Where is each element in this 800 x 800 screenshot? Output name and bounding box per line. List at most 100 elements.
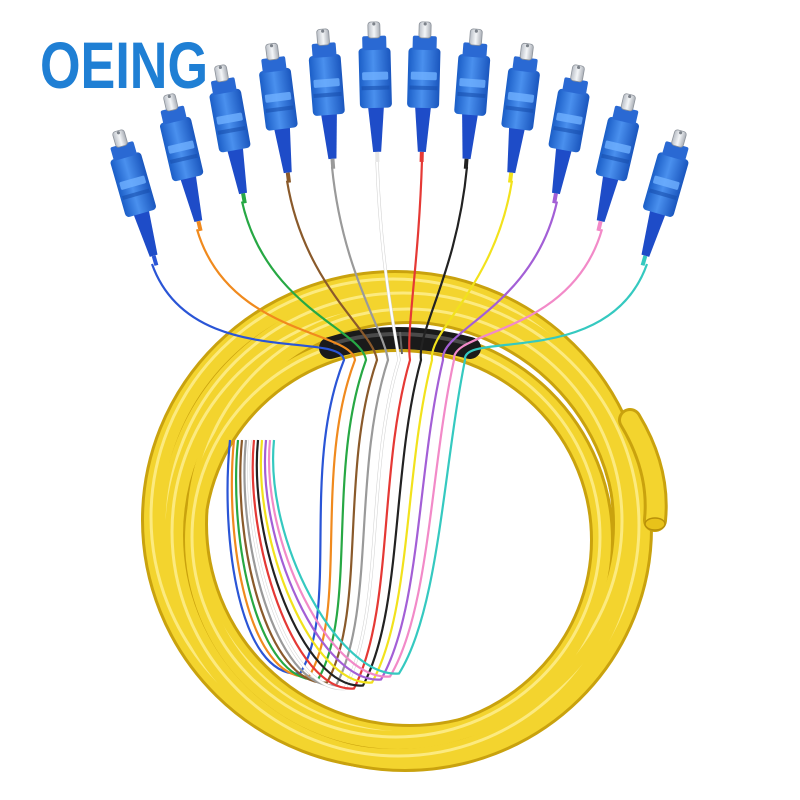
fiber-strand [195,228,357,678]
fiber-strand [255,166,469,687]
sc-connector [308,28,345,169]
connector-ridge [505,105,534,113]
fiber-strand [251,159,424,690]
connector-boot [273,126,292,174]
sc-connector [548,64,590,204]
fiber-strand [243,166,390,687]
connector-latch [313,78,340,88]
fiber-exit [596,220,603,232]
ferrule [620,93,636,112]
connector-latch [264,91,292,103]
yellow-cable-coil [141,270,668,772]
sc-connector [501,42,540,183]
connector-ridge [553,125,582,135]
connector-boot [180,174,203,223]
fiber-strand [235,201,368,681]
connector-boot [227,146,247,195]
connector-ridge [217,125,246,135]
ferrule-tip [474,29,478,33]
sc-connector-row [110,21,689,266]
ferrule [519,42,534,61]
fiber-exit [640,255,648,266]
fiber-exit [419,151,424,162]
connector-latch [362,71,389,81]
connector-latch [653,175,680,190]
ferrule-tip [525,44,530,48]
fiber-exit [196,220,203,232]
connector-front [412,35,437,51]
ferrule-tip [321,29,325,33]
connector-boot [596,174,619,223]
sc-connector [640,129,689,266]
ferrule [367,21,381,39]
sc-connector [454,28,491,169]
connector-latch [119,175,146,190]
connector-latch [556,112,583,125]
ferrule [671,129,687,148]
ferrule [570,64,585,83]
fiber-strand [267,228,604,678]
fiber-exit [151,255,159,266]
connector-boot [415,105,432,153]
connector-latch [167,140,195,154]
connector-ridge [457,91,486,99]
ferrule-tip [577,65,581,70]
connector-front [311,42,337,58]
ferrule-tip [423,22,427,26]
fiber-strand [272,263,649,675]
connector-latch [410,71,437,81]
ferrule-tip [167,94,171,99]
connector-boot [507,126,526,174]
ferrule-tip [269,44,274,48]
fiber-exit [330,158,336,169]
ferrule-tip [372,22,376,26]
connector-latch [604,140,632,154]
connector-ridge [313,91,342,99]
sc-connector [209,64,251,204]
fiber-strand [150,263,346,675]
ferrule-tip [218,65,222,70]
fiber-strand [259,180,514,684]
connector-boot [552,146,572,195]
fiber-strand [239,180,379,684]
connector-ridge [122,188,151,201]
fiber-exit [285,172,292,183]
connector-front [462,42,488,58]
fiber-exit [552,193,558,204]
fiber-strand [247,159,401,690]
connector-latch [216,112,243,125]
fiber-exit [375,151,380,162]
connector-boot [320,112,337,160]
ferrule-tip [679,131,683,135]
connector-ridge [648,188,677,201]
connector-front [261,56,287,73]
fiber-exit [241,193,247,204]
black-fanout-sleeve [319,327,481,359]
fiber-exit [463,158,469,169]
sc-connector [160,93,204,232]
ferrule [112,129,128,148]
connector-latch [507,91,535,103]
sc-connector [407,21,441,162]
sc-connector [595,93,639,232]
cable-cut-face [644,517,666,531]
connector-ridge [409,85,438,91]
ferrule [316,28,330,46]
connector-ridge [265,105,294,113]
ferrule [214,64,229,83]
fiber-strand [263,201,559,681]
connector-latch [459,78,486,88]
connector-front [362,35,387,51]
ferrule [469,28,483,46]
ferrule [265,42,280,61]
connector-boot [367,105,384,153]
connector-ridge [601,153,630,164]
ferrule [163,93,179,112]
ferrule-tip [628,94,632,99]
connector-boot [133,209,158,257]
colored-fiber-bundle [150,159,649,691]
connector-ridge [361,85,390,91]
connector-ridge [169,153,198,164]
connector-boot [641,209,666,257]
